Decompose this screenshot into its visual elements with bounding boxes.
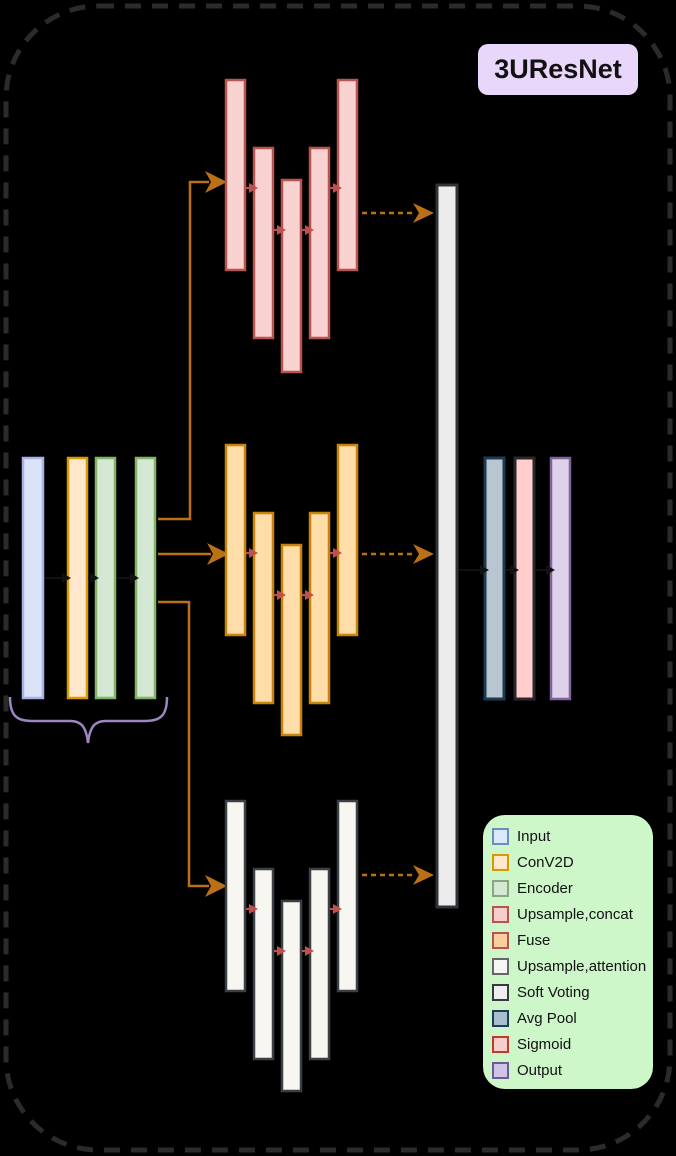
output-stack (459, 456, 572, 701)
legend-row: Upsample,attention (492, 957, 647, 977)
unet-top-bar-4 (308, 146, 331, 340)
input-stack-arrowhead-3-icon (130, 573, 139, 583)
legend-swatch-icon (492, 1010, 509, 1028)
input-group-brace (8, 696, 169, 744)
legend-swatch-icon (492, 1062, 509, 1080)
unet-bottom-skiphead-2-icon (277, 946, 286, 956)
unet-bottom (224, 799, 359, 1093)
unet-middle-bar-4 (308, 511, 331, 705)
legend-row: Soft Voting (492, 983, 645, 1003)
arrowhead-top-unet-icon (205, 171, 227, 193)
legend-swatch-icon (492, 1036, 509, 1054)
unet-top-skiphead-4-icon (333, 183, 342, 193)
branch-connectors (158, 171, 229, 897)
input-bar (21, 456, 45, 700)
legend-label: Avg Pool (517, 1010, 577, 1028)
unet-bottom-bar-4 (308, 867, 331, 1061)
legend-label: ConV2D (517, 853, 574, 871)
legend-label: Encoder (517, 879, 573, 897)
unet-middle-skiphead-1-icon (249, 548, 258, 558)
legend-row: Output (492, 1061, 645, 1081)
legend-swatch-icon (492, 958, 509, 976)
legend-panel: Input ConV2D Encoder Upsample,concat Fus… (483, 815, 653, 1089)
legend-swatch-icon (492, 853, 509, 871)
legend-row: Avg Pool (492, 1009, 645, 1029)
legend-swatch-icon (492, 879, 509, 897)
legend-label: Soft Voting (517, 984, 590, 1002)
legend-row: Fuse (492, 930, 645, 950)
dashed-arrowhead-middle-icon (413, 544, 434, 564)
unet-top-bar-5 (336, 78, 359, 272)
unet-middle-skiphead-3-icon (305, 590, 314, 600)
unet-middle-bar-2 (252, 511, 275, 705)
unet-top-skiphead-1-icon (249, 183, 258, 193)
output-stack-arrowhead-2-icon (510, 565, 519, 575)
dashed-arrowhead-bottom-icon (413, 865, 434, 885)
unet-bottom-skiphead-1-icon (249, 904, 258, 914)
unet-bottom-skiphead-4-icon (333, 904, 342, 914)
arrowhead-bottom-unet-icon (205, 875, 227, 897)
legend-swatch-icon (492, 827, 509, 845)
soft-voting-bar (435, 183, 459, 909)
unet-bottom-bar-5 (336, 799, 359, 993)
dashed-connectors (362, 203, 434, 885)
unet-bottom-skiphead-3-icon (305, 946, 314, 956)
unet-middle-bar-3 (280, 543, 303, 737)
dashed-arrowhead-top-icon (413, 203, 434, 223)
output-bar (549, 456, 572, 701)
legend-label: Sigmoid (517, 1036, 572, 1054)
input-stack-arrowhead-1-icon (62, 573, 71, 583)
legend-row: ConV2D (492, 852, 645, 872)
legend-row: Sigmoid (492, 1035, 645, 1055)
legend-swatch-icon (492, 931, 509, 949)
unet-middle-bar-5 (336, 443, 359, 637)
connector-to-bottom-unet (158, 600, 209, 888)
avg-pool-bar (483, 456, 506, 701)
input-stack-arrowhead-2-icon (90, 573, 99, 583)
legend-label: Input (517, 827, 551, 845)
legend-label: Upsample,attention (517, 958, 647, 976)
legend-row: Input (492, 826, 645, 846)
legend-row: Upsample,concat (492, 904, 645, 924)
unet-middle-skiphead-2-icon (277, 590, 286, 600)
legend-swatch-icon (492, 905, 509, 923)
unet-middle-skiphead-4-icon (333, 548, 342, 558)
output-stack-arrowhead-1-icon (480, 565, 489, 575)
unet-top-skiphead-3-icon (305, 225, 314, 235)
unet-middle-bar-1 (224, 443, 247, 637)
unet-top-skiphead-2-icon (277, 225, 286, 235)
unet-bottom-bar-2 (252, 867, 275, 1061)
connector-to-top-unet (158, 180, 209, 521)
unet-top-bar-1 (224, 78, 247, 272)
legend-row: Encoder (492, 878, 645, 898)
unet-top (224, 78, 359, 374)
page-title: 3UResNet (494, 54, 622, 84)
input-stack (21, 456, 157, 700)
legend-swatch-icon (492, 984, 509, 1002)
legend-label: Upsample,concat (517, 905, 633, 923)
unet-top-bar-3 (280, 178, 303, 374)
unet-bottom-bar-3 (280, 899, 303, 1093)
unet-middle (224, 443, 359, 737)
legend-label: Output (517, 1062, 563, 1080)
sigmoid-bar (513, 456, 536, 701)
legend-label: Fuse (517, 931, 551, 949)
unet-bottom-bar-1 (224, 799, 247, 993)
output-stack-arrowhead-3-icon (546, 565, 555, 575)
title-box: 3UResNet (478, 44, 638, 95)
unet-top-bar-2 (252, 146, 275, 340)
arrowhead-middle-unet-icon (207, 543, 229, 565)
